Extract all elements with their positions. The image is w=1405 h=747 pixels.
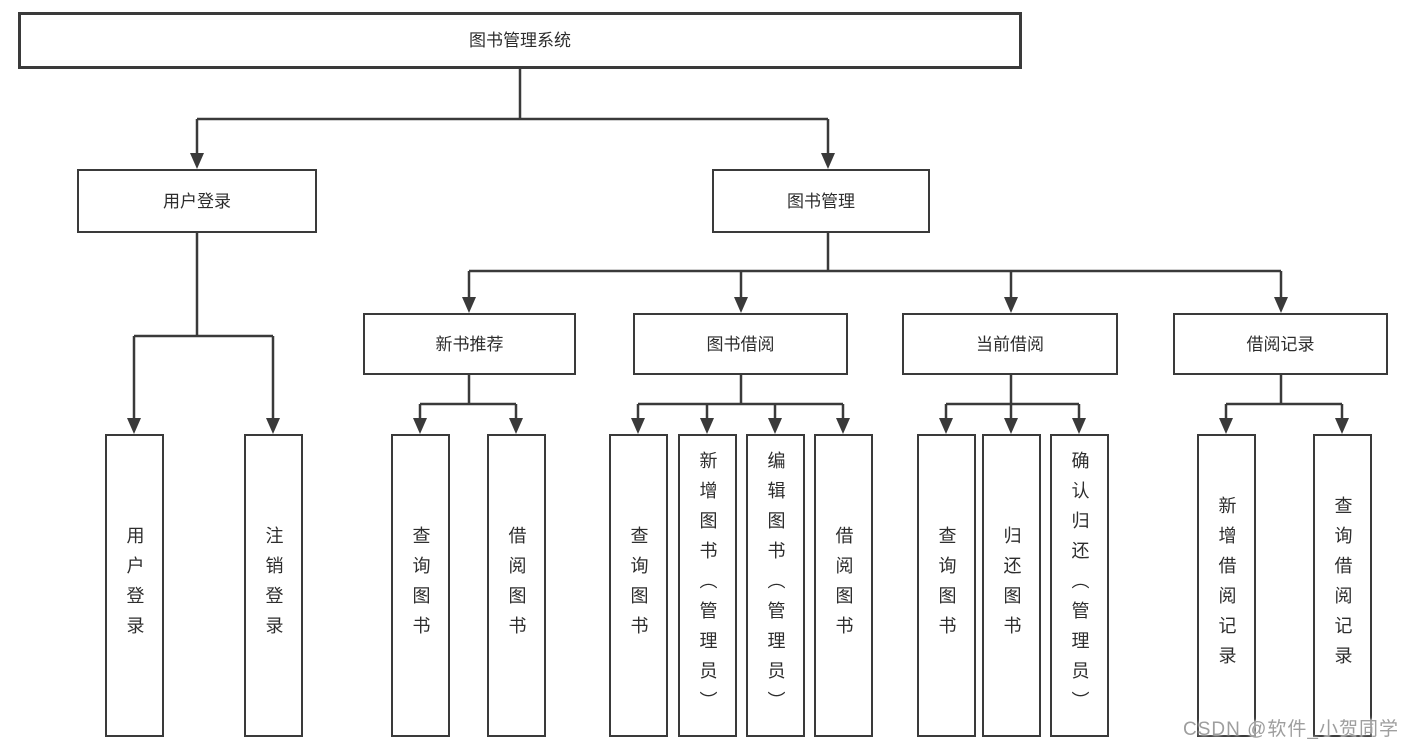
leaf-user-login: 用户登录 xyxy=(105,434,164,737)
leaf-br-add-borrow-record: 新增借阅记录 xyxy=(1197,434,1256,737)
csdn-watermark: CSDN @软件_小贺同学 xyxy=(1183,719,1399,740)
leaf-bb-edit-books-admin: 编辑图书（管理员） xyxy=(746,434,805,737)
leaf-cb-query-books: 查询图书 xyxy=(917,434,976,737)
leaf-cb-return-books: 归还图书 xyxy=(982,434,1041,737)
connector-new-book-recommend-to-leaves xyxy=(418,375,518,420)
connector-borrowing-records-to-leaves xyxy=(1224,375,1344,420)
arrowhead-icons-level2 xyxy=(190,153,835,169)
connector-book-management-to-level3 xyxy=(467,233,1283,299)
leaf-bb-query-books: 查询图书 xyxy=(609,434,668,737)
connector-book-borrowing-to-leaves xyxy=(636,375,845,420)
leaf-logout-login: 注销登录 xyxy=(244,434,303,737)
leaf-br-query-borrow-record: 查询借阅记录 xyxy=(1313,434,1372,737)
leaf-cb-confirm-return-admin: 确认归还（管理员） xyxy=(1050,434,1109,737)
node-book-management: 图书管理 xyxy=(712,169,930,233)
connector-user-login-to-leaves xyxy=(132,233,275,420)
node-book-borrowing: 图书借阅 xyxy=(633,313,848,375)
connector-root-to-level2 xyxy=(195,67,830,155)
node-current-borrowing: 当前借阅 xyxy=(902,313,1118,375)
arrowhead-icons-leaves xyxy=(127,418,1349,434)
leaf-nbr-query-books: 查询图书 xyxy=(391,434,450,737)
node-borrowing-records: 借阅记录 xyxy=(1173,313,1388,375)
node-user-login: 用户登录 xyxy=(77,169,317,233)
node-new-book-recommend: 新书推荐 xyxy=(363,313,576,375)
leaf-bb-add-books-admin: 新增图书（管理员） xyxy=(678,434,737,737)
arrowhead-icons-level3 xyxy=(462,297,1288,313)
leaf-nbr-borrow-books: 借阅图书 xyxy=(487,434,546,737)
node-root-library-management-system: 图书管理系统 xyxy=(18,12,1022,69)
connector-current-borrowing-to-leaves xyxy=(944,375,1081,420)
leaf-bb-borrow-books: 借阅图书 xyxy=(814,434,873,737)
